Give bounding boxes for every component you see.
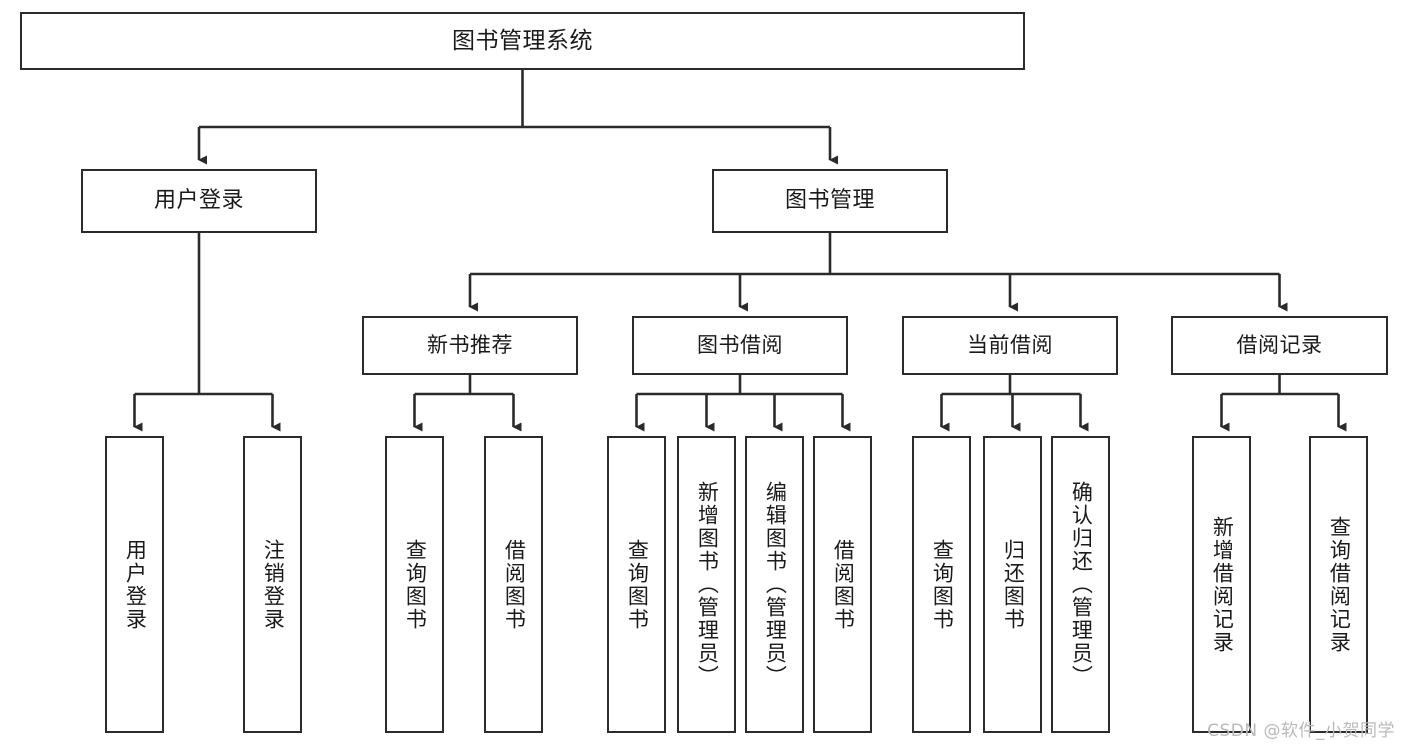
node-leaf-8[interactable]: 借阅图书 bbox=[813, 436, 872, 733]
node-label: 查询图书 bbox=[403, 538, 428, 631]
watermark-text: CSDN @软件_小贺同学 bbox=[1207, 721, 1395, 741]
node-login[interactable]: 用户登录 bbox=[81, 169, 317, 233]
node-label: 查询借阅记录 bbox=[1327, 515, 1352, 654]
node-label: 图书管理 bbox=[784, 187, 875, 213]
node-leaf-4[interactable]: 借阅图书 bbox=[484, 436, 543, 733]
node-leaf-13[interactable]: 查询借阅记录 bbox=[1309, 436, 1368, 733]
node-current[interactable]: 当前借阅 bbox=[902, 316, 1118, 375]
node-root[interactable]: 图书管理系统 bbox=[20, 12, 1025, 70]
node-label: 新增图书（管理员） bbox=[695, 481, 720, 688]
node-label: 图书管理系统 bbox=[452, 27, 593, 54]
node-label: 当前借阅 bbox=[967, 332, 1053, 357]
node-label: 归还图书 bbox=[1001, 538, 1026, 631]
node-label: 查询图书 bbox=[930, 538, 955, 631]
node-label: 查询图书 bbox=[625, 538, 650, 631]
node-records[interactable]: 借阅记录 bbox=[1171, 316, 1388, 375]
node-label: 借阅图书 bbox=[831, 538, 856, 631]
node-label: 确认归还（管理员） bbox=[1069, 481, 1094, 688]
node-leaf-12[interactable]: 新增借阅记录 bbox=[1192, 436, 1251, 733]
node-label: 借阅图书 bbox=[502, 538, 527, 631]
node-newbooks[interactable]: 新书推荐 bbox=[362, 316, 578, 375]
node-label: 用户登录 bbox=[123, 538, 148, 631]
node-label: 图书借阅 bbox=[697, 332, 783, 357]
node-label: 借阅记录 bbox=[1236, 332, 1323, 357]
node-label: 新增借阅记录 bbox=[1210, 515, 1235, 654]
node-label: 用户登录 bbox=[153, 187, 244, 213]
node-borrow[interactable]: 图书借阅 bbox=[632, 316, 848, 375]
node-label: 新书推荐 bbox=[427, 332, 513, 357]
node-leaf-7[interactable]: 编辑图书（管理员） bbox=[745, 436, 804, 733]
node-label: 注销登录 bbox=[261, 538, 286, 631]
node-leaf-1[interactable]: 用户登录 bbox=[105, 436, 164, 733]
node-leaf-2[interactable]: 注销登录 bbox=[243, 436, 302, 733]
node-leaf-3[interactable]: 查询图书 bbox=[385, 436, 444, 733]
node-leaf-11[interactable]: 确认归还（管理员） bbox=[1051, 436, 1110, 733]
node-leaf-5[interactable]: 查询图书 bbox=[607, 436, 666, 733]
node-leaf-9[interactable]: 查询图书 bbox=[912, 436, 971, 733]
node-leaf-10[interactable]: 归还图书 bbox=[983, 436, 1042, 733]
node-leaf-6[interactable]: 新增图书（管理员） bbox=[677, 436, 736, 733]
node-label: 编辑图书（管理员） bbox=[763, 481, 788, 688]
node-bookmgmt[interactable]: 图书管理 bbox=[712, 169, 948, 233]
